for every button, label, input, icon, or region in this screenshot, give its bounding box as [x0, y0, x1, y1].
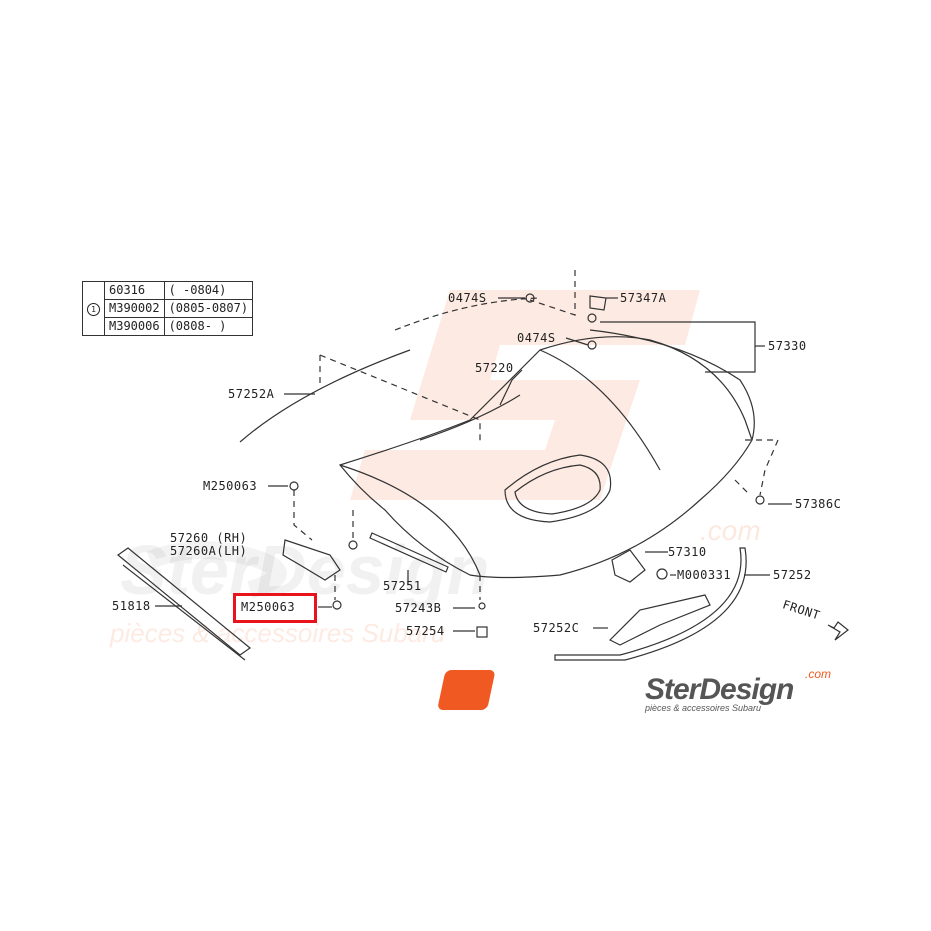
bracket-57252c [608, 594, 711, 646]
front-arrow-icon [827, 621, 849, 641]
part-reference-table: 1 60316 ( -0804) M390002 (0805-0807) M39… [82, 281, 254, 336]
hood-crease-2 [419, 394, 521, 441]
callout-57252c: 57252C [533, 621, 580, 635]
highlight-box [233, 593, 317, 623]
hood-scoop [504, 454, 612, 523]
brand-domain: .com [805, 667, 832, 681]
callout-57252: 57252 [773, 568, 812, 582]
callout-57310: 57310 [668, 545, 707, 559]
hood-front-edge [339, 464, 481, 576]
brand-name: SterDesign [645, 673, 794, 706]
callout-57347a: 57347A [620, 291, 667, 305]
callout-57330: 57330 [768, 339, 807, 353]
legend-range: (0808- ) [163, 317, 254, 336]
callout-51818: 51818 [112, 599, 151, 613]
brand-tagline: pièces & accessoires Subaru [645, 703, 762, 713]
callout-57220: 57220 [475, 361, 514, 375]
callout-57243b: 57243B [395, 601, 442, 615]
watermark-brand-large: SterDesign [120, 531, 490, 609]
watermark-domain: .com [700, 515, 761, 546]
callout-57386c: 57386C [795, 497, 842, 511]
callout-57252a: 57252A [228, 387, 275, 401]
latch-57310 [611, 549, 646, 583]
callout-0474s-lower: 0474S [517, 331, 556, 345]
seal-57330 [589, 329, 755, 441]
callout-m250063-highlighted: M250063 [241, 600, 296, 614]
callout-57260-rh: 57260 (RH) [170, 531, 248, 545]
hinge-57260 [282, 539, 341, 581]
watermark-tagline: pièces & accessoires Subaru [110, 618, 446, 648]
callout-57254: 57254 [406, 624, 445, 638]
legend-range: (0805-0807) [163, 299, 254, 318]
legend-part: M390002 [104, 299, 165, 318]
prop-rod-57251 [369, 532, 449, 573]
callout-57260a-lh: 57260A(LH) [170, 544, 248, 558]
legend-part: M390006 [104, 317, 165, 336]
hood-outline [338, 336, 753, 579]
strip-51818 [117, 547, 251, 656]
callout-m250063-top: M250063 [203, 479, 258, 493]
hood-crease [539, 349, 661, 471]
callout-m000331: M000331 [677, 568, 732, 582]
callout-0474s: 0474S [448, 291, 487, 305]
weatherstrip-57252a [239, 349, 411, 443]
reference-marker: 1 [82, 281, 105, 336]
callout-57251: 57251 [383, 579, 422, 593]
seal-57252 [554, 547, 747, 661]
